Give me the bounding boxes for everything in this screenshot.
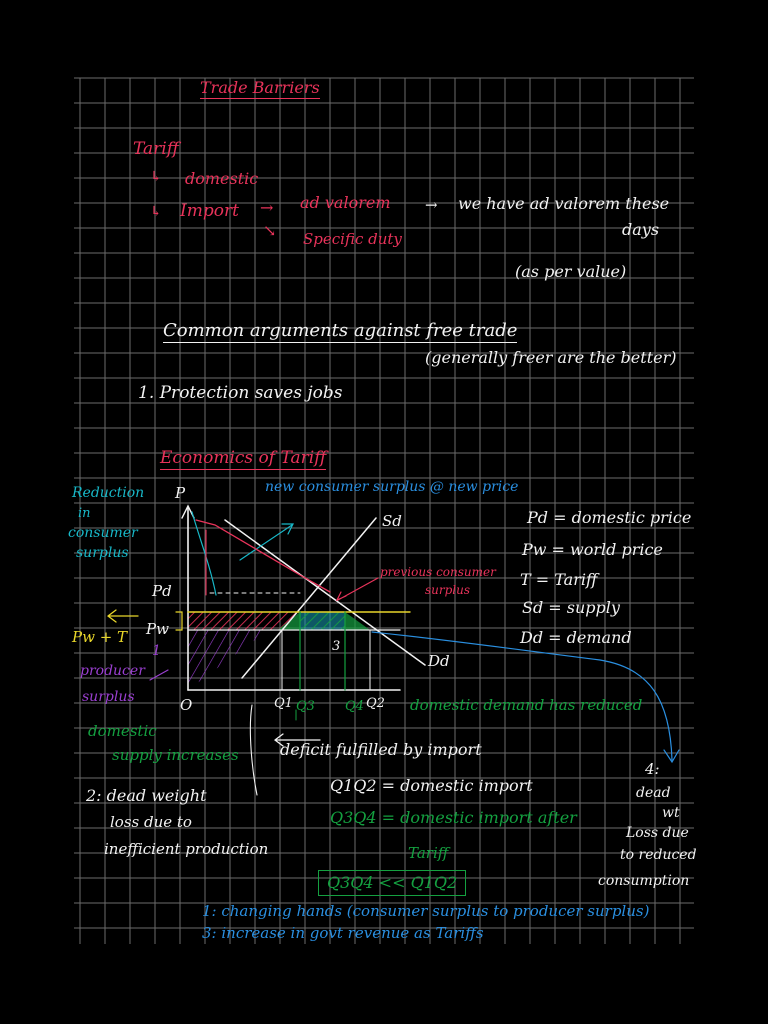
domestic-arrow-icon: ↳ xyxy=(150,169,162,185)
producer-surplus-area xyxy=(188,630,268,690)
legend-sd: Sd = supply xyxy=(522,598,620,617)
domestic-label: domestic xyxy=(185,169,259,188)
new-surplus-arrow xyxy=(239,523,294,561)
deadweight-4-label-2: dead xyxy=(636,785,671,801)
dd-label: Dd xyxy=(428,652,450,670)
supply-increase-arrow xyxy=(249,704,258,796)
ad-valorem-note-line-2: days xyxy=(622,220,660,239)
deadweight-label-3: inefficient production xyxy=(104,840,269,858)
sd-label: Sd xyxy=(382,512,402,530)
economics-heading: Economics of Tariff xyxy=(160,448,327,470)
ad-valorem-note-arrow-icon: → xyxy=(425,196,438,214)
reduction-label-4: surplus xyxy=(76,545,129,561)
graph-lines xyxy=(106,504,680,796)
consumer-surplus-curve xyxy=(191,511,217,596)
new-consumer-surplus-label: new consumer surplus @ new price xyxy=(265,479,519,495)
q3q4-tariff-label: Tariff xyxy=(408,844,449,862)
origin-label: O xyxy=(180,696,193,714)
deadweight-4-label-4: Loss due xyxy=(626,825,689,841)
q3q4-label: Q3Q4 = domestic import after xyxy=(330,808,577,827)
q1q2-label: Q1Q2 = domestic import xyxy=(330,776,533,795)
graph-shading xyxy=(188,612,370,690)
area-1-label: 1 xyxy=(152,643,161,659)
pw-plus-t-label: Pw + T xyxy=(72,628,128,646)
domestic-demand-reduced: domestic demand has reduced xyxy=(410,696,643,714)
domestic-supply-label-1: domestic xyxy=(88,722,157,740)
producer-surplus-label-2: surplus xyxy=(82,689,135,705)
tariff-label: Tariff xyxy=(133,139,179,159)
p-axis-label: P xyxy=(175,484,186,502)
legend-pw: Pw = world price xyxy=(522,540,663,559)
deadweight-label-2: loss due to xyxy=(110,813,192,831)
demand-curve xyxy=(224,519,426,666)
legend-pd: Pd = domestic price xyxy=(527,508,692,527)
as-per-value-label: (as per value) xyxy=(515,262,627,281)
legend-t: T = Tariff xyxy=(520,570,598,589)
producer-surplus-label-1: producer xyxy=(80,663,145,679)
common-arguments-subheading: (generally freer are the better) xyxy=(425,348,677,367)
deadweight-right xyxy=(345,612,370,630)
legend-dd: Dd = demand xyxy=(520,628,632,647)
supply-curve xyxy=(241,517,377,679)
area-3-label: 3 xyxy=(332,639,341,654)
import-label: Import xyxy=(180,201,239,221)
pw-label: Pw xyxy=(146,620,169,638)
reduction-label-3: consumer xyxy=(68,525,138,541)
deadweight-4-label-5: to reduced xyxy=(620,847,697,863)
q4-label: Q4 xyxy=(345,699,364,714)
area-1 xyxy=(188,612,300,630)
red-wedge xyxy=(195,519,331,593)
page-title: Trade Barriers xyxy=(200,78,320,99)
prev-surplus-arrow xyxy=(335,577,379,602)
point-1: 1. Protection saves jobs xyxy=(138,383,343,403)
deadweight-4-label-6: consumption xyxy=(598,873,690,889)
deficit-arrow-left xyxy=(273,733,321,747)
domestic-supply-label-2: supply increases xyxy=(112,746,239,764)
pd-label: Pd xyxy=(152,582,172,600)
ad-valorem-label: ad valorem xyxy=(300,193,391,212)
ad-valorem-note-line-1: we have ad valorem these xyxy=(458,194,670,213)
area-3 xyxy=(300,612,345,630)
deadweight-label-1: 2: dead weight xyxy=(86,786,207,805)
previous-consumer-surplus-label-1: previous consumer xyxy=(380,565,496,579)
deadweight-4-label-1: 4: xyxy=(645,760,660,778)
reduction-label-2: in xyxy=(78,506,91,521)
specific-duty-arrow-icon: ↘ xyxy=(263,221,277,240)
deficit-label: deficit fulfilled by import xyxy=(280,740,482,759)
import-arrow-icon: ↳ xyxy=(150,204,162,220)
q3q4-comparison-box: Q3Q4 << Q1Q2 xyxy=(318,870,467,896)
deadweight-4-curve xyxy=(371,631,673,761)
pw-t-arrow xyxy=(106,609,139,623)
deadweight-4-arrowhead xyxy=(663,749,680,764)
reduction-label-1: Reduction xyxy=(72,485,145,501)
specific-duty-label: Specific duty xyxy=(303,230,402,248)
deadweight-4-label-3: wt xyxy=(662,805,680,821)
bracket xyxy=(175,611,183,631)
common-arguments-heading: Common arguments against free trade xyxy=(163,320,518,343)
ad-valorem-arrow-icon: → xyxy=(260,198,274,217)
purple-arrow xyxy=(149,669,169,681)
previous-consumer-surplus-label-2: surplus xyxy=(425,583,471,597)
q3-label: Q3 xyxy=(296,699,315,714)
q2-label: Q2 xyxy=(366,696,385,711)
q1-label: Q1 xyxy=(274,696,293,711)
note-line-3: 3: increase in govt revenue as Tariffs xyxy=(202,924,484,942)
note-line-1: 1: changing hands (consumer surplus to p… xyxy=(202,902,650,920)
